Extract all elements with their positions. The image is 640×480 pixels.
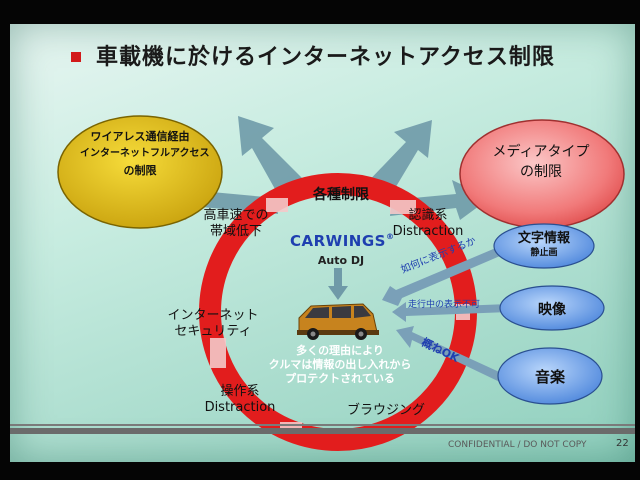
- slide-title: 車載機に於けるインターネットアクセス制限: [96, 45, 555, 70]
- video-ellipse: [499, 285, 605, 331]
- video-label: 映像: [538, 302, 566, 318]
- car-image: [297, 303, 379, 340]
- ring-top-label: 各種制限: [313, 187, 369, 203]
- wireless-label: ワイアレス通信経由 インターネットフルアクセス の制限: [80, 130, 210, 177]
- media-label: メディアタイプ の制限: [492, 144, 590, 180]
- text-info-ellipse: [493, 223, 595, 269]
- security-label: インターネット セキュリティ: [167, 308, 259, 339]
- arrow-upper-left: [238, 116, 310, 198]
- carwings-logo: CARWINGS®: [290, 232, 395, 250]
- arrow-logo-to-car: [328, 268, 348, 300]
- diagram: [57, 115, 625, 451]
- presentation-slide: 車載機に於けるインターネットアクセス制限: [10, 24, 635, 462]
- footer-divider: [10, 424, 635, 426]
- music-label: 音楽: [534, 368, 565, 386]
- arrow-music-to-car: [396, 326, 508, 384]
- auto-dj-label: Auto DJ: [317, 254, 365, 267]
- browsing-label: ブラウジング: [346, 403, 425, 418]
- arrow-text-to-car: [382, 242, 514, 306]
- arrow-video-to-car: [392, 302, 510, 322]
- highspeed-label: 高車速での 帯域低下: [203, 208, 269, 239]
- no-display-driving-label: 走行中の表示不可: [408, 300, 481, 310]
- title-bullet: [71, 52, 81, 62]
- operation-label: 操作系 Distraction: [204, 384, 276, 415]
- confidential-footer: CONFIDENTIAL / DO NOT COPY: [448, 440, 587, 450]
- footer-bar: [10, 428, 635, 434]
- music-ellipse: [497, 347, 603, 405]
- recognition-label: 認識系 Distraction: [392, 208, 464, 239]
- page-number: 22: [616, 438, 629, 449]
- text-info-label: 文字情報 静止画: [517, 231, 570, 259]
- reasons-label: 多くの理由により クルマは情報の出し入れから プロテクトされている: [268, 344, 412, 385]
- wireless-ellipse: [57, 115, 223, 229]
